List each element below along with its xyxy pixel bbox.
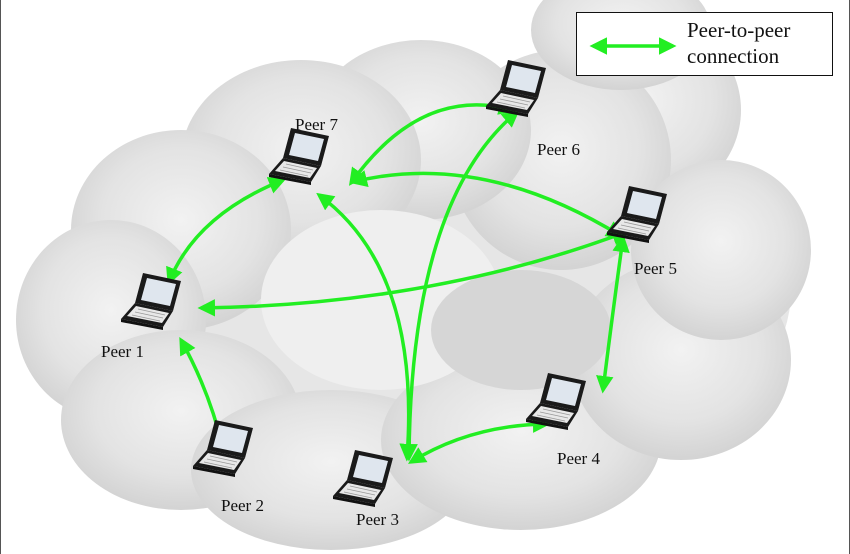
connections-layer: [166, 97, 630, 464]
connection-peer6-peer3: [400, 109, 520, 462]
cloud-background: [16, 0, 811, 550]
connection-peer3-peer4: [408, 415, 551, 464]
connection-peer1-peer7: [166, 177, 287, 286]
legend: Peer-to-peer connection: [576, 12, 833, 76]
double-arrow-icon: [589, 37, 677, 55]
peer-6-label: Peer 6: [537, 140, 580, 159]
peer-2-label: Peer 2: [221, 496, 264, 515]
peer-1-label: Peer 1: [101, 342, 144, 361]
legend-label-line2: connection: [687, 44, 780, 68]
peer-7-label: Peer 7: [295, 115, 338, 134]
peer-4-label: Peer 4: [557, 449, 600, 468]
peer-5-label: Peer 5: [634, 259, 677, 278]
legend-label-line1: Peer-to-peer: [687, 18, 791, 42]
legend-label: Peer-to-peer connection: [687, 17, 790, 69]
peer-3-label: Peer 3: [356, 510, 399, 529]
connection-peer4-peer5: [596, 234, 630, 394]
